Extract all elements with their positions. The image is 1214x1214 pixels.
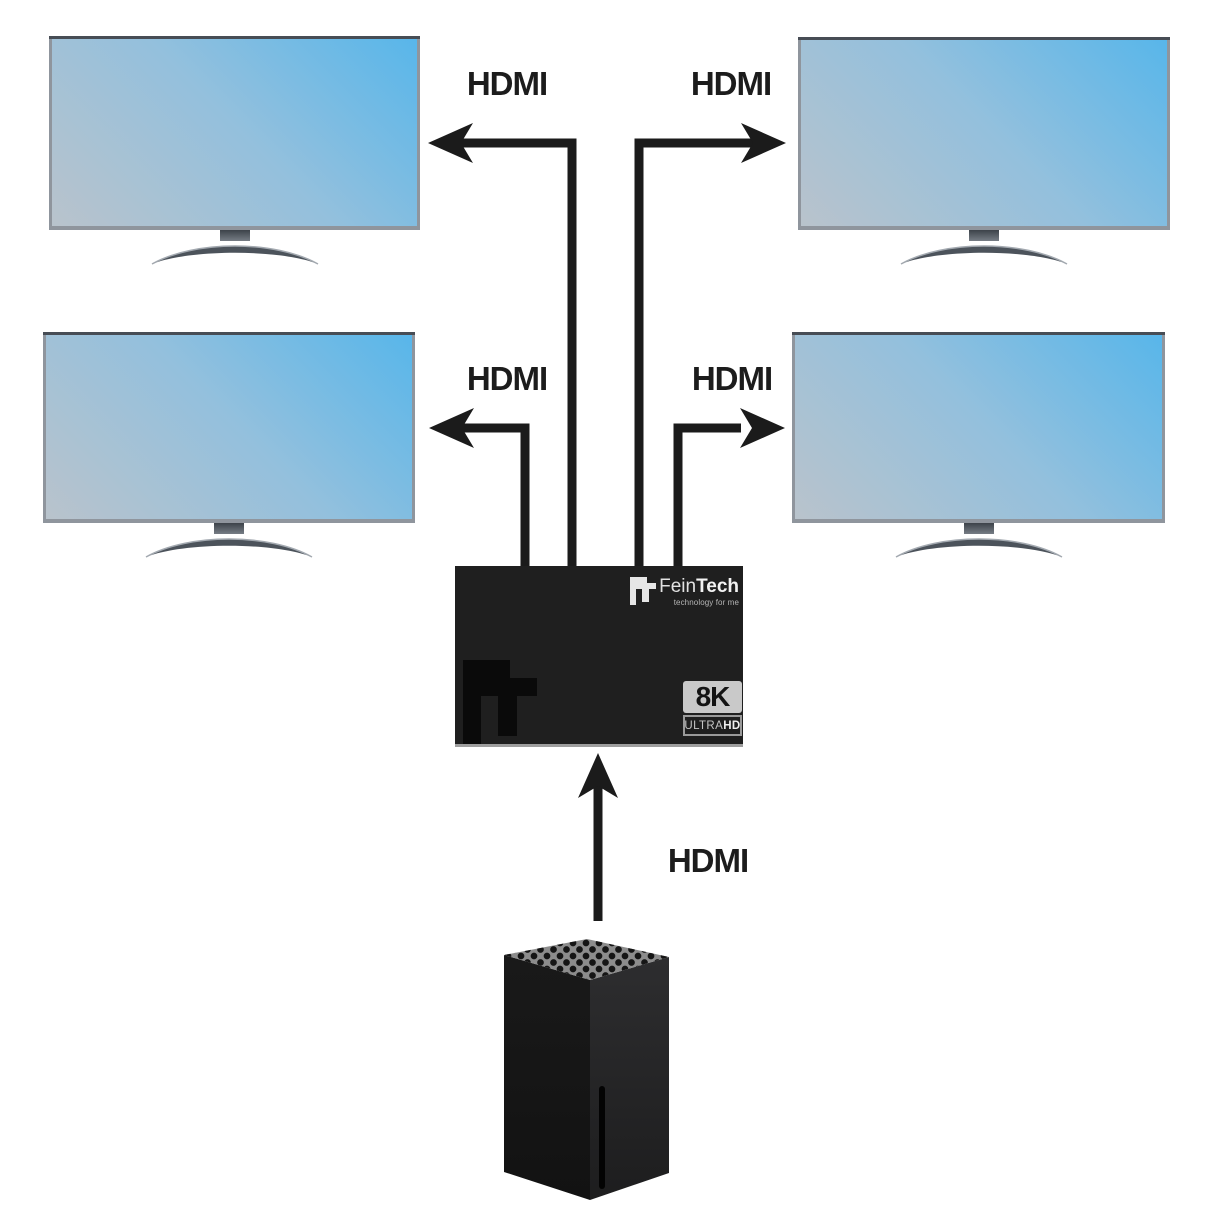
tv-display-top-left	[49, 36, 420, 265]
tv-display-mid-right	[792, 332, 1165, 558]
hdmi-label-input: HDMI	[667, 842, 749, 879]
tv-stand-base	[151, 245, 318, 265]
hdmi-label-output-mid-left: HDMI	[466, 360, 548, 397]
game-console	[495, 930, 680, 1205]
cable-output-top-right	[634, 138, 753, 566]
brand-name: FeinTech	[659, 576, 739, 597]
tv-stand-neck	[219, 230, 250, 241]
hdmi-label-output-top-right: HDMI	[690, 65, 772, 102]
tv-screen	[795, 335, 1162, 519]
hdmi-label-output-mid-right: HDMI	[691, 360, 773, 397]
tv-screen	[52, 39, 417, 226]
arrowhead-input-up	[578, 753, 618, 798]
tv-stand-neck	[214, 523, 244, 534]
arrowhead-top-right	[741, 123, 786, 163]
tv-stand-neck	[969, 230, 999, 241]
ft-mark-icon	[630, 577, 657, 605]
tv-screen	[46, 335, 412, 519]
console-left-face	[504, 955, 590, 1200]
arrowhead-top-left	[428, 123, 473, 163]
brand-tagline: technology for me	[673, 598, 739, 607]
hdmi-label-output-top-left: HDMI	[466, 65, 548, 102]
badge-resolution: 8K	[683, 681, 742, 713]
ft-watermark-icon	[463, 660, 537, 744]
cable-output-mid-left	[462, 423, 530, 566]
console-disc-slot	[599, 1086, 605, 1189]
tv-stand-base	[895, 538, 1062, 558]
arrowhead-mid-left	[429, 408, 474, 448]
cable-output-top-left	[461, 138, 577, 566]
tv-stand-base	[145, 538, 313, 558]
tv-display-mid-left	[43, 332, 415, 558]
tv-screen	[801, 40, 1167, 226]
tv-stand-base	[900, 245, 1068, 265]
tv-display-top-right	[798, 37, 1170, 265]
cable-output-mid-right	[673, 423, 741, 566]
feintech-logo: FeinTech technology for me	[630, 577, 739, 607]
arrowhead-mid-right	[740, 408, 785, 448]
tv-stand-neck	[963, 523, 994, 534]
